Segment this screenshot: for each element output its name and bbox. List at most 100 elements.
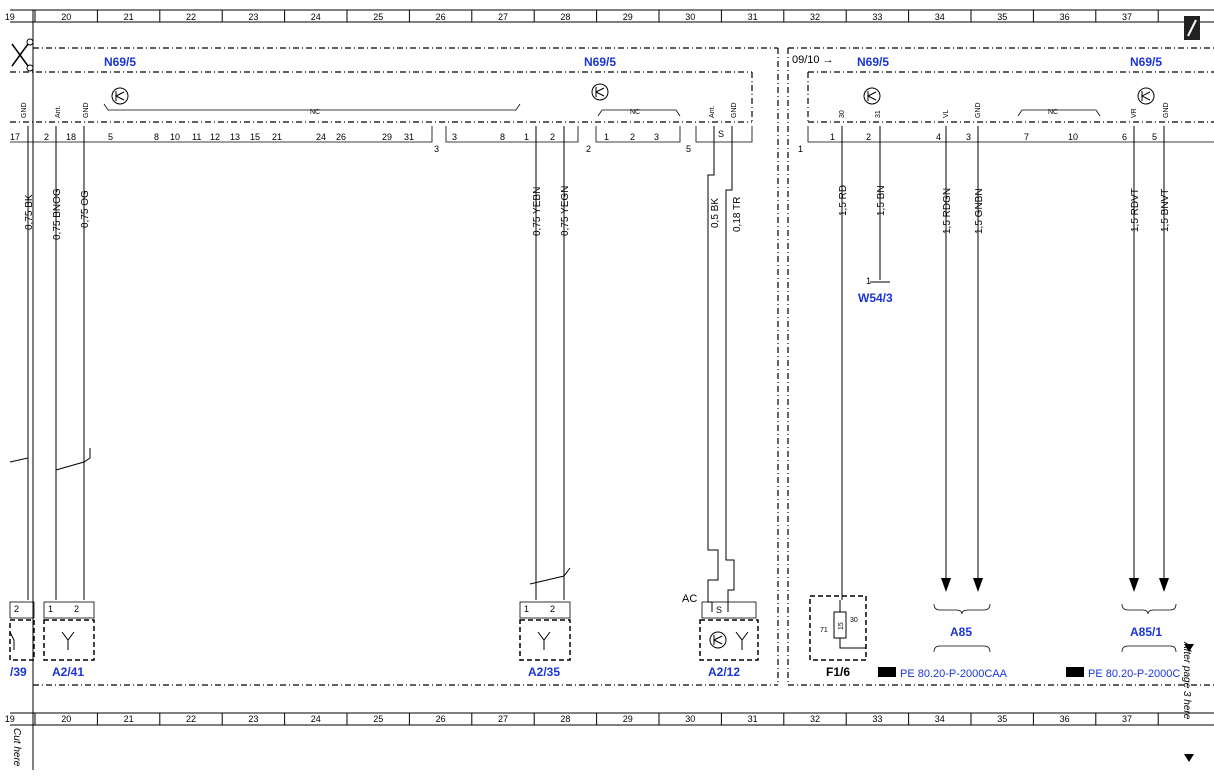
wire-label: 0,75 YEBN bbox=[532, 187, 543, 236]
connector-pin-number: 2 bbox=[630, 132, 635, 142]
antenna-icon bbox=[9, 631, 749, 650]
connector-number: 1 bbox=[798, 144, 803, 154]
connector-pin-number: 13 bbox=[230, 132, 240, 142]
connector-pin-number: 1 bbox=[830, 132, 835, 142]
pencil-icon[interactable] bbox=[1184, 16, 1200, 40]
connector-pin-number: 29 bbox=[382, 132, 392, 142]
grid-column-label: 20 bbox=[61, 12, 71, 22]
a2-39-pin: 2 bbox=[14, 604, 19, 614]
a2-12-label[interactable]: A2/12 bbox=[708, 665, 740, 679]
reference-icon bbox=[878, 667, 1084, 677]
n69-5-label-right1: N69/5 bbox=[857, 55, 889, 69]
cut-here-label: Cut here bbox=[11, 728, 22, 767]
grid-column-label: 24 bbox=[311, 12, 321, 22]
connector-pin-number: 31 bbox=[404, 132, 414, 142]
grid-column-label: 21 bbox=[124, 714, 134, 724]
connector-pin-number: 8 bbox=[154, 132, 159, 142]
a2-35-label[interactable]: A2/35 bbox=[528, 665, 560, 679]
pin-30-label: 30 bbox=[839, 110, 846, 118]
grid-column-label: 22 bbox=[186, 12, 196, 22]
connector-pin-number: 4 bbox=[936, 132, 941, 142]
grid-column-label: 36 bbox=[1060, 714, 1070, 724]
connector-pin-number: 17 bbox=[10, 132, 20, 142]
wire-label: 1,5 GNBN bbox=[974, 188, 985, 234]
reference-link-2[interactable]: PE 80.20-P-2000C bbox=[1088, 668, 1180, 680]
grid-column-label: 30 bbox=[685, 12, 695, 22]
connector-pin-number: 6 bbox=[1122, 132, 1127, 142]
connector-pin-number: 11 bbox=[192, 132, 201, 142]
w54-3-label[interactable]: W54/3 bbox=[858, 291, 893, 305]
pin-gnd-label: GND bbox=[1163, 102, 1170, 118]
w54-3-pin: 1 bbox=[866, 276, 871, 286]
arrow-icon bbox=[1184, 644, 1194, 652]
f1-6-label[interactable]: F1/6 bbox=[826, 665, 850, 679]
connector-pin-number: 7 bbox=[1024, 132, 1029, 142]
grid-column-label: 37 bbox=[1122, 12, 1132, 22]
reference-link-1[interactable]: PE 80.20-P-2000CAA bbox=[900, 668, 1008, 680]
grid-column-label: 20 bbox=[61, 714, 71, 724]
a2-41-pin-2: 2 bbox=[74, 604, 79, 614]
after-page-label: After page 3 here bbox=[1181, 641, 1192, 720]
a2-41-pin-1: 1 bbox=[48, 604, 53, 614]
grid-column-label: 19 bbox=[5, 714, 15, 724]
wires bbox=[9, 126, 1165, 612]
pin-gnd-label: GND bbox=[21, 102, 28, 118]
n69-5-label-mid: N69/5 bbox=[584, 55, 616, 69]
connector-pin-number: 10 bbox=[170, 132, 180, 142]
n69-5-pin-s: S bbox=[718, 129, 724, 139]
wire-label: 0,75 BNOG bbox=[52, 188, 63, 240]
bottom-connector-frames bbox=[9, 601, 757, 619]
connector-pin-number: 15 bbox=[250, 132, 260, 142]
grid-column-label: 33 bbox=[872, 714, 882, 724]
transistor-icon bbox=[111, 83, 1155, 105]
n69-5-label-right2: N69/5 bbox=[1130, 55, 1162, 69]
connector-pin-number: 12 bbox=[210, 132, 220, 142]
ac-label: AC bbox=[682, 593, 697, 605]
connector-pin-number: 18 bbox=[66, 132, 76, 142]
wire-label: 1,5 RDGN bbox=[942, 188, 953, 234]
a85-1-label[interactable]: A85/1 bbox=[1130, 625, 1162, 639]
a2-39-label[interactable]: /39 bbox=[10, 665, 27, 679]
bottom-component-boxes bbox=[9, 595, 867, 661]
a2-12-pin-s: S bbox=[716, 605, 722, 615]
wire-label: 0,75 BK bbox=[24, 194, 35, 230]
connector-pin-number: 24 bbox=[316, 132, 326, 142]
wire-label: 0,75 YEGN bbox=[560, 186, 571, 236]
a85-label[interactable]: A85 bbox=[950, 625, 972, 639]
n69-5-housing bbox=[10, 71, 1214, 123]
wire-label: 0,18 TR bbox=[732, 197, 743, 232]
grid-column-label: 32 bbox=[810, 12, 820, 22]
wire-label: 1,5 RD bbox=[838, 185, 849, 216]
grid-column-label: 29 bbox=[623, 12, 633, 22]
wire-label: 1,5 BN bbox=[876, 185, 887, 216]
a85-braces bbox=[933, 603, 1177, 653]
transistor-icon bbox=[709, 631, 727, 649]
connector-pin-number: 8 bbox=[500, 132, 505, 142]
pin-31-label: 31 bbox=[875, 110, 882, 118]
grid-column-label: 23 bbox=[248, 12, 258, 22]
grid-column-label: 27 bbox=[498, 714, 508, 724]
pin-ant-label: Ant. bbox=[55, 105, 62, 118]
grid-column-label: 23 bbox=[248, 714, 258, 724]
connector-pin-number: 1 bbox=[524, 132, 529, 142]
grid-column-label: 35 bbox=[997, 12, 1007, 22]
pin-vr-label: VR bbox=[1131, 108, 1138, 118]
connector-pin-number: 2 bbox=[550, 132, 555, 142]
connector-pin-number: 2 bbox=[866, 132, 871, 142]
pin-gnd-label: GND bbox=[731, 102, 738, 118]
grid-column-label: 31 bbox=[748, 714, 758, 724]
grid-column-label: 21 bbox=[124, 12, 134, 22]
grid-column-label: 37 bbox=[1122, 714, 1132, 724]
fuse-icon bbox=[833, 600, 866, 649]
grid-column-label: 30 bbox=[685, 714, 695, 724]
wire-label: 1,5 RDVT bbox=[1130, 188, 1141, 232]
connector-number: 2 bbox=[586, 144, 591, 154]
connector-pin-number: 1 bbox=[604, 132, 609, 142]
grid-column-label: 34 bbox=[935, 714, 945, 724]
a2-41-label[interactable]: A2/41 bbox=[52, 665, 84, 679]
from-page-label: 09/10 → bbox=[792, 54, 834, 66]
connector-number: 3 bbox=[434, 144, 439, 154]
